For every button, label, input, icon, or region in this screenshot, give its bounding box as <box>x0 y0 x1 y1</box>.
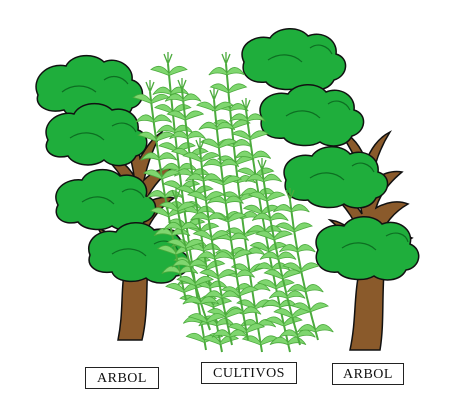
crop-leaf <box>270 213 288 221</box>
crop-leaf <box>166 283 184 292</box>
crop-leaf <box>185 111 203 120</box>
crop-leaf <box>188 131 206 139</box>
crop-leaf <box>167 111 185 120</box>
crop-leaf <box>157 125 175 133</box>
crop-leaf <box>279 330 297 338</box>
crop-tassel <box>164 52 172 64</box>
crop-leaf <box>229 84 247 93</box>
crop-leaf <box>209 67 227 75</box>
crop-leaf <box>291 204 309 212</box>
crops-label: CULTIVOS <box>201 362 297 384</box>
crop-leaf <box>159 153 177 161</box>
crop-leaf <box>278 252 296 260</box>
crop-leaf <box>288 337 306 345</box>
crop-leaf <box>188 192 206 201</box>
crop-leaf <box>209 213 227 221</box>
left-tree-label: ARBOL <box>85 367 159 389</box>
crop-leaf <box>154 115 172 123</box>
crop-leaf <box>169 66 187 75</box>
crop-leaf <box>274 231 292 240</box>
crop-leaf <box>234 139 252 147</box>
crop-leaf <box>253 151 271 159</box>
crop-leaf <box>256 231 274 240</box>
crop-leaf <box>197 102 215 111</box>
crop-leaf <box>297 244 315 252</box>
crop-leaf <box>136 115 154 123</box>
crop-leaf <box>254 263 272 271</box>
crop-leaf <box>243 336 261 345</box>
crop-leaf <box>211 84 229 93</box>
crop-tassel <box>210 88 218 100</box>
crop-leaf <box>186 333 204 342</box>
crop-leaf <box>301 263 319 272</box>
crop-leaf <box>151 94 169 103</box>
crop-leaf <box>294 223 312 232</box>
right-tree-label: ARBOL <box>332 363 404 385</box>
crop-leaf <box>153 87 171 95</box>
crop-leaf <box>315 324 333 332</box>
crop-tassel <box>222 52 230 64</box>
crop-leaf <box>232 131 250 140</box>
crop-leaf <box>305 284 323 292</box>
crop-leaf <box>250 131 268 140</box>
crop-leaf <box>264 174 282 182</box>
right-tree-canopy <box>242 29 419 280</box>
crop-leaf <box>227 67 245 75</box>
crop-tassel <box>146 80 154 92</box>
crop-leaf <box>287 291 305 299</box>
crop-leaf <box>171 87 189 95</box>
crop-leaf <box>151 66 169 75</box>
crop-leaf <box>229 114 247 122</box>
crop-leaf <box>183 94 201 102</box>
crop-tassel <box>196 138 204 150</box>
crop-leaf <box>273 204 291 212</box>
crop-leaf <box>310 303 328 312</box>
